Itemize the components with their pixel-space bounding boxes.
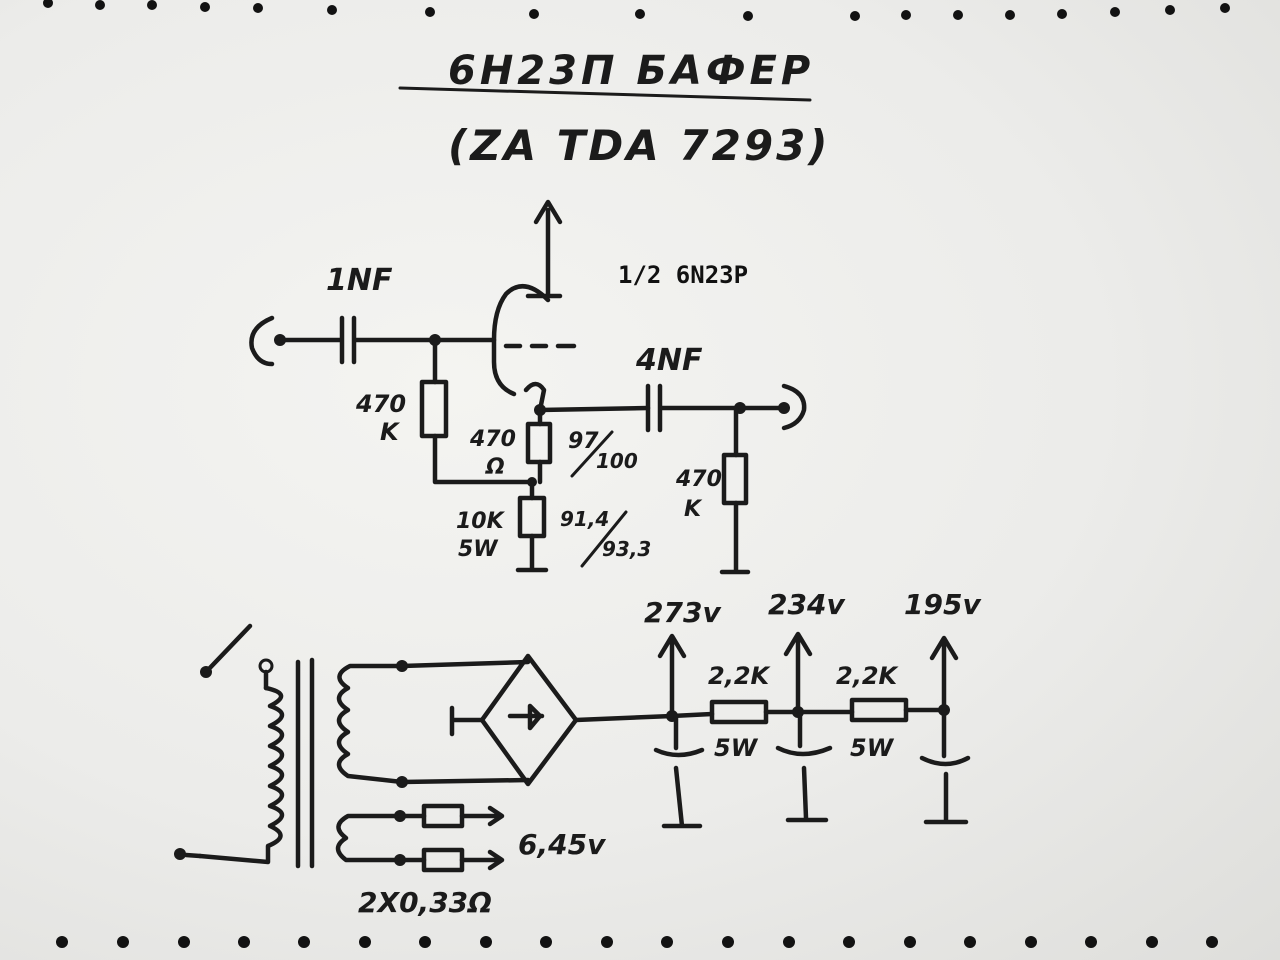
cathode-resistor bbox=[525, 421, 553, 465]
supply-resistor-1 bbox=[709, 699, 769, 725]
supply-resistor-1-value: 2,2K bbox=[708, 662, 772, 690]
transformer-secondary-heater bbox=[335, 803, 505, 873]
cathode-load-power: 5W bbox=[458, 537, 499, 562]
supply-resistor-1-power: 5W bbox=[714, 734, 759, 762]
tube-label: 1/2 6N23P bbox=[618, 261, 748, 289]
supply-resistor-2 bbox=[849, 697, 909, 723]
grid-resistor-unit: K bbox=[380, 418, 401, 446]
cathode-load-value: 10K bbox=[456, 509, 506, 534]
supply-resistor-2-value: 2,2K bbox=[836, 662, 900, 690]
grid-resistor-wire bbox=[432, 337, 531, 485]
supply-node-1 bbox=[653, 633, 705, 829]
cathode-load-voltage-den: 93,3 bbox=[602, 537, 651, 561]
transformer-core bbox=[295, 657, 315, 869]
output-resistor-unit: K bbox=[684, 497, 703, 522]
cathode-voltage-den: 100 bbox=[596, 449, 638, 473]
supply-voltage-2: 234v bbox=[768, 588, 845, 621]
output-jack bbox=[778, 383, 807, 431]
output-capacitor bbox=[645, 383, 663, 433]
cathode-load-voltage-num: 91,4 bbox=[560, 507, 609, 531]
mains-switch bbox=[200, 623, 274, 678]
grid-resistor-value: 470 bbox=[355, 390, 406, 418]
input-capacitor bbox=[339, 315, 357, 365]
output-resistor-value: 470 bbox=[675, 467, 722, 492]
triode-tube bbox=[491, 199, 577, 413]
grid-resistor bbox=[419, 379, 449, 439]
transformer-secondary-hv bbox=[336, 660, 408, 788]
supply-rail bbox=[669, 707, 947, 719]
output-resistor-wire bbox=[719, 405, 751, 575]
heater-resistors-label: 2X0,33Ω bbox=[358, 886, 492, 919]
supply-resistor-2-power: 5W bbox=[850, 734, 895, 762]
cathode-load-wire bbox=[515, 479, 549, 573]
cathode-resistor-unit: Ω bbox=[485, 455, 505, 480]
diagram-title: 6H23П БАФЕР bbox=[448, 48, 814, 94]
title-underline bbox=[398, 86, 812, 102]
transformer-primary bbox=[174, 669, 285, 865]
cathode-load-resistor bbox=[517, 495, 547, 539]
input-capacitor-label: 1NF bbox=[326, 263, 393, 298]
supply-voltage-3: 195v bbox=[904, 588, 981, 621]
cathode-wire bbox=[537, 405, 651, 413]
heater-voltage-label: 6,45v bbox=[518, 828, 606, 861]
perforation-top bbox=[43, 0, 1230, 21]
cathode-resistor-value: 470 bbox=[469, 427, 516, 452]
output-resistor bbox=[721, 452, 749, 506]
supply-node-2 bbox=[775, 631, 833, 823]
perforation-bottom bbox=[56, 936, 1218, 948]
supply-node-3 bbox=[919, 635, 971, 825]
bridge-rectifier bbox=[399, 653, 675, 787]
supply-voltage-1: 273v bbox=[644, 596, 721, 629]
diagram-subtitle: (ZA TDA 7293) bbox=[448, 121, 831, 170]
output-capacitor-label: 4NF bbox=[635, 343, 703, 378]
cathode-load-voltage-note: 91,4 93,3 bbox=[560, 507, 651, 568]
cathode-voltage-note: 97 100 bbox=[568, 429, 638, 478]
